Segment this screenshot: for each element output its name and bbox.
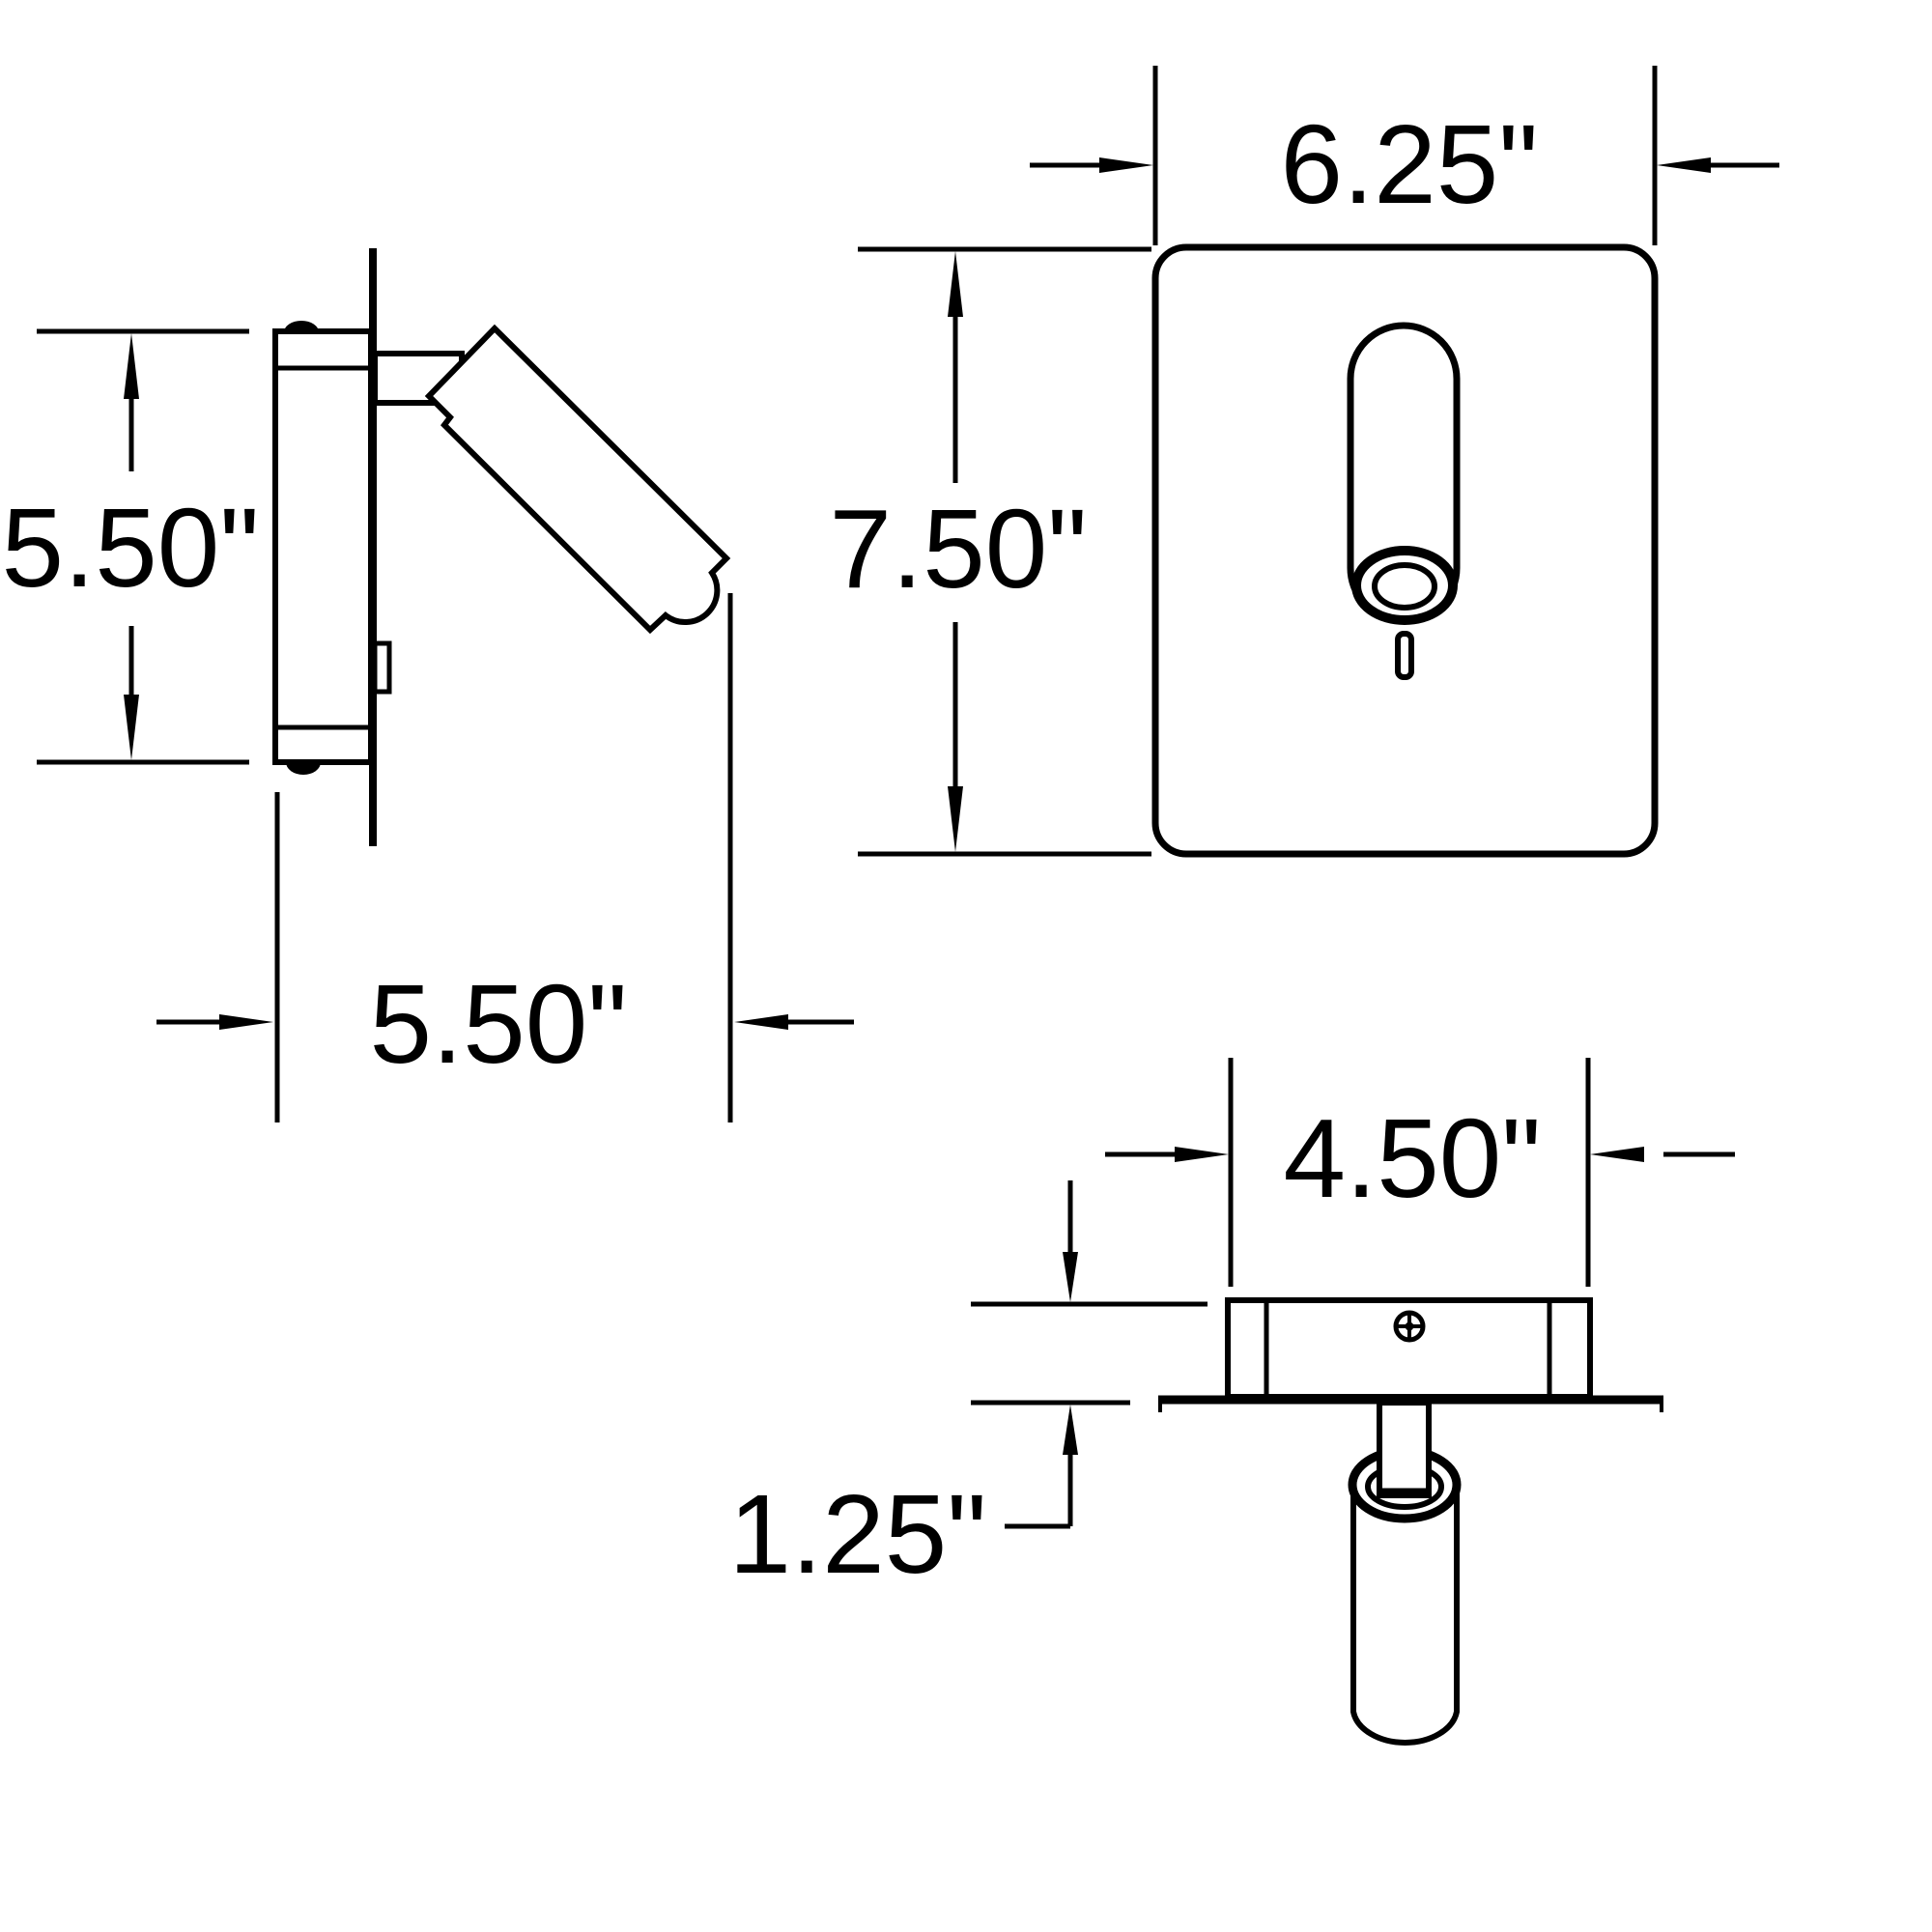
back-depth-dimension — [971, 1180, 1208, 1529]
right-arrowhead-icon — [219, 1014, 273, 1030]
side-junction-box — [272, 328, 374, 765]
front-view — [1151, 243, 1659, 858]
back-plate-end-ticks — [1158, 1401, 1663, 1412]
front-width-dimension — [1030, 66, 1779, 245]
front-height-dimension — [858, 246, 1151, 857]
back-depth-label: 1.25" — [728, 1471, 987, 1597]
front-toggle-switch — [1395, 631, 1414, 680]
back-width-dimension — [1105, 1058, 1735, 1287]
up-arrowhead-icon — [124, 333, 139, 399]
side-top-screw — [284, 321, 319, 332]
right-arrowhead-icon — [1099, 157, 1153, 173]
up-arrowhead-icon — [1063, 1405, 1078, 1455]
front-height-label: 7.50" — [829, 486, 1088, 611]
down-arrowhead-icon — [1063, 1252, 1078, 1302]
down-arrowhead-icon — [948, 786, 963, 852]
side-height-dimension — [37, 328, 249, 765]
down-arrowhead-icon — [124, 695, 139, 760]
front-lens — [1372, 562, 1437, 611]
back-pivot-stem — [1377, 1400, 1432, 1498]
side-depth-label: 5.50" — [369, 961, 628, 1087]
back-width-label: 4.50" — [1283, 1095, 1542, 1221]
back-screw-cross — [1398, 1315, 1421, 1338]
right-arrowhead-icon — [1175, 1147, 1229, 1162]
side-light-cylinder — [424, 324, 731, 635]
left-arrowhead-icon — [1590, 1147, 1644, 1162]
side-view — [272, 248, 731, 846]
front-width-label: 6.25" — [1280, 101, 1539, 227]
left-arrowhead-icon — [734, 1014, 788, 1030]
side-height-label: 5.50" — [1, 485, 260, 611]
up-arrowhead-icon — [948, 251, 963, 317]
side-bottom-screw — [286, 762, 321, 775]
side-toggle-switch — [372, 640, 392, 695]
side-depth-dimension — [156, 593, 854, 1122]
back-view — [1158, 1297, 1663, 1746]
back-cylinder-body — [1350, 1486, 1460, 1746]
left-arrowhead-icon — [1657, 157, 1711, 173]
